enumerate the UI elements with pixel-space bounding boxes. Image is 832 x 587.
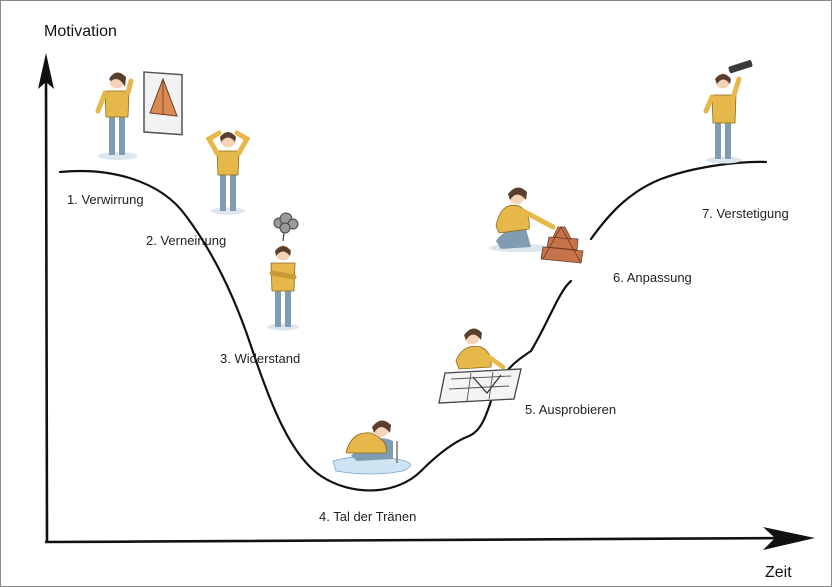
woman-with-telescope-icon: [703, 60, 753, 164]
woman-building-pyramid-icon: [489, 187, 584, 264]
stage-4-label: 4. Tal der Tränen: [319, 509, 417, 524]
change-curve: [58, 160, 768, 492]
stage-1-label: 1. Verwirrung: [67, 192, 144, 207]
stage-5-label: 5. Ausprobieren: [525, 402, 617, 417]
x-axis: [44, 536, 792, 544]
stage-7-label: 7. Verstetigung: [702, 206, 789, 221]
y-axis-label: Motivation: [44, 23, 117, 40]
woman-drawing-plan-icon: [438, 328, 522, 404]
stage-2-label: 2. Verneinung: [146, 233, 227, 248]
y-axis-arrowhead: [38, 53, 54, 89]
woman-holding-head-icon: [205, 130, 251, 215]
woman-arms-crossed-cloud-icon: [267, 212, 299, 331]
woman-crying-sitting-icon: [332, 420, 411, 475]
woman-thinking-at-pyramid-picture-icon: [95, 71, 183, 160]
x-axis-label: Zeit: [765, 564, 792, 581]
y-axis: [44, 78, 49, 543]
stage-6-label: 6. Anpassung: [613, 270, 692, 285]
x-axis-arrowhead: [763, 527, 815, 550]
stage-3-label: 3. Widerstand: [220, 351, 301, 366]
